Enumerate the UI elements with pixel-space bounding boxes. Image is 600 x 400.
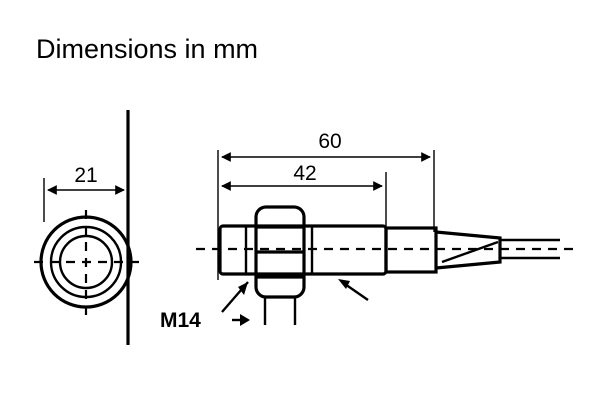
body-leader-head [338,279,350,289]
side-view: 60 42 M14 [160,130,578,332]
thread-label: M14 [160,309,201,332]
inner-circle [58,234,114,290]
dim-42-label: 42 [293,162,316,185]
dim-21-label: 21 [74,164,97,187]
front-view: 21 [34,110,140,345]
page-title: Dimensions in mm [36,34,259,64]
dim-60-label: 60 [318,130,341,153]
strain-relief-hatch [441,240,499,264]
m14-leader-head [238,282,248,295]
m14-arrow-head [240,314,250,326]
